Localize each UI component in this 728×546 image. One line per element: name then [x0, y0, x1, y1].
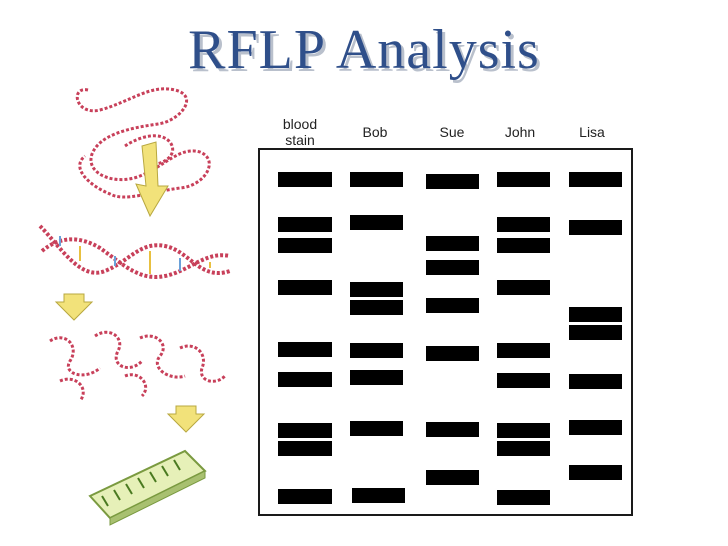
band — [278, 280, 332, 295]
column-label-sue: Sue — [439, 124, 465, 140]
band — [497, 238, 550, 253]
band — [497, 217, 550, 232]
band — [426, 236, 479, 251]
page-title: RFLP Analysis — [188, 19, 540, 81]
band — [350, 215, 403, 230]
band — [278, 372, 332, 387]
band — [426, 260, 479, 275]
band — [278, 238, 332, 253]
band — [352, 488, 405, 503]
band — [497, 423, 550, 438]
band — [569, 325, 622, 340]
band — [569, 374, 622, 389]
column-label-blood-stain: blood stain — [282, 116, 318, 148]
band — [278, 342, 332, 357]
band — [278, 489, 332, 504]
dna-process-illustration — [38, 87, 231, 526]
dna-fragments — [49, 330, 227, 402]
band — [497, 172, 550, 187]
chromatin-strand — [75, 87, 211, 199]
band — [278, 441, 332, 456]
down-arrow-1 — [135, 141, 169, 218]
band — [350, 343, 403, 358]
column-label-lisa: Lisa — [579, 124, 605, 140]
band — [569, 220, 622, 235]
band — [350, 172, 403, 187]
band — [497, 441, 550, 456]
band — [426, 174, 479, 189]
dna-helix — [38, 224, 231, 279]
column-label-john: John — [504, 124, 536, 140]
band — [350, 370, 403, 385]
gel-electrophoresis-panel — [258, 148, 633, 516]
band — [497, 373, 550, 388]
band — [278, 217, 332, 232]
band — [278, 423, 332, 438]
band — [426, 298, 479, 313]
band — [426, 346, 479, 361]
band — [569, 465, 622, 480]
band — [350, 282, 403, 297]
band — [569, 307, 622, 322]
band — [350, 421, 403, 436]
band — [426, 422, 479, 437]
band — [569, 420, 622, 435]
band — [426, 470, 479, 485]
down-arrow-2 — [54, 293, 94, 321]
band — [497, 343, 550, 358]
band — [497, 490, 550, 505]
band — [350, 300, 403, 315]
band — [278, 172, 332, 187]
gel-slab-icon — [88, 449, 207, 526]
down-arrow-3 — [166, 405, 206, 433]
band — [497, 280, 550, 295]
column-label-bob: Bob — [362, 124, 388, 140]
band — [569, 172, 622, 187]
